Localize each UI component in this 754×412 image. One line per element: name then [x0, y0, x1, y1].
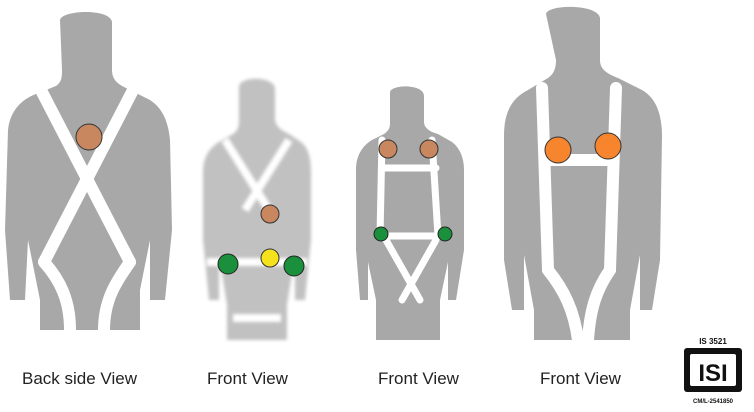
caption-front-view-2: Front View: [378, 369, 459, 389]
left-shoulder-d-ring-marker: [545, 137, 571, 163]
caption-front-view-1: Front View: [207, 369, 288, 389]
right-shoulder-d-ring-marker: [595, 133, 621, 159]
isi-certification-logo: IS 3521 ISI CM/L-2541850: [678, 335, 748, 407]
caption-front-view-3: Front View: [540, 369, 621, 389]
back-view-figure: [0, 0, 175, 360]
center-ring-marker: [261, 249, 279, 267]
left-shoulder-d-ring-marker: [379, 140, 397, 158]
logo-standard-text: IS 3521: [699, 337, 727, 346]
logo-mark-text: ISI: [698, 360, 727, 387]
chest-d-ring-marker: [261, 205, 279, 223]
dorsal-d-ring-marker: [76, 124, 102, 150]
left-waist-ring-marker: [374, 227, 388, 241]
left-waist-ring-marker: [218, 254, 238, 274]
logo-license-text: CM/L-2541850: [693, 399, 734, 405]
caption-back-view: Back side View: [22, 369, 137, 389]
silhouette: [504, 7, 662, 340]
front-view-2-figure: [352, 0, 472, 360]
right-shoulder-d-ring-marker: [420, 140, 438, 158]
right-waist-ring-marker: [284, 256, 304, 276]
right-waist-ring-marker: [438, 227, 452, 241]
front-view-1-figure: [197, 0, 317, 360]
silhouette: [356, 86, 464, 340]
front-view-3-figure: [498, 0, 668, 360]
silhouette: [203, 79, 311, 340]
